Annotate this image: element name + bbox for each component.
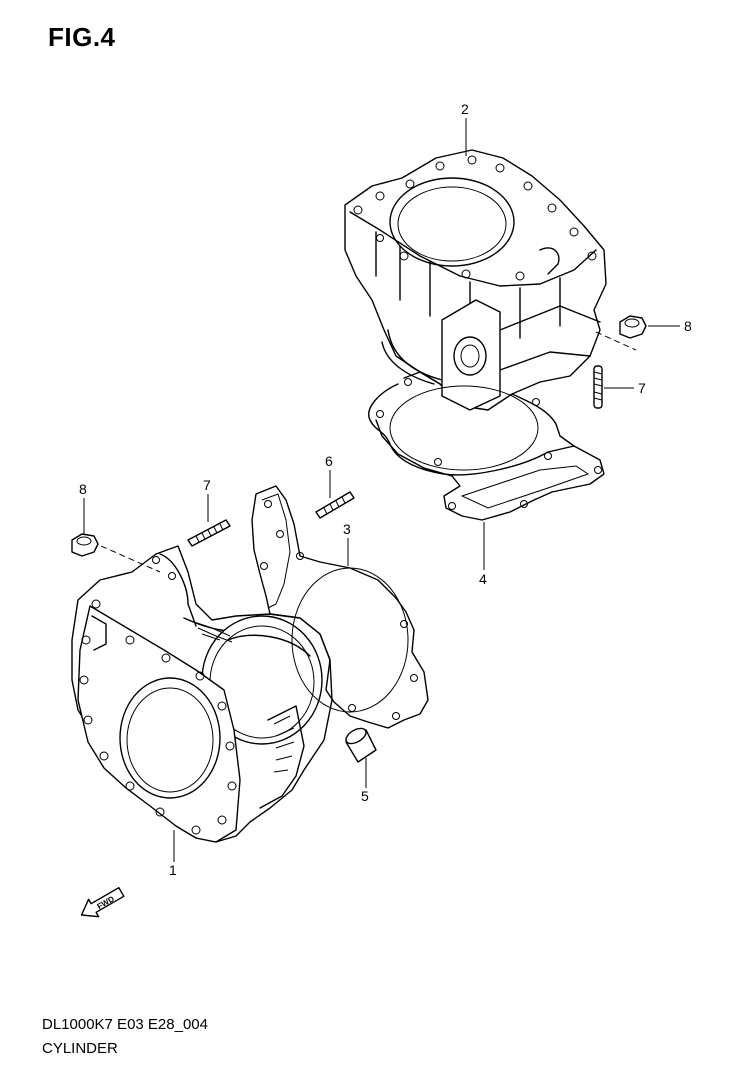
callout-7-rear: 7 — [638, 380, 646, 396]
callout-3: 3 — [343, 521, 351, 537]
callout-labels: 2 8 7 4 7 8 6 3 5 1 — [79, 101, 692, 878]
callout-2: 2 — [461, 101, 469, 117]
leader-lines — [83, 118, 680, 862]
callout-7-front: 7 — [203, 477, 211, 493]
part-1-front-cylinder — [71, 545, 333, 843]
callout-4: 4 — [479, 571, 487, 587]
callout-1: 1 — [169, 862, 177, 878]
figure-title: FIG.4 — [48, 22, 116, 52]
callout-6: 6 — [325, 453, 333, 469]
part-6-stud — [315, 491, 355, 519]
part-8-nut-rear — [595, 315, 647, 351]
part-7-stud-rear — [593, 365, 603, 409]
diagram-name: CYLINDER — [42, 1040, 118, 1057]
part-7-stud-front — [187, 519, 231, 547]
diagram-code: DL1000K7 E03 E28_004 — [42, 1016, 208, 1033]
part-5-dowel-pin — [345, 727, 377, 763]
callout-5: 5 — [361, 788, 369, 804]
part-4-rear-gasket — [368, 371, 605, 521]
callout-8-rear: 8 — [684, 318, 692, 334]
fwd-arrow-icon: FWD — [80, 886, 125, 918]
part-3-front-gasket — [251, 485, 429, 729]
part-2-rear-cylinder — [344, 149, 607, 411]
callout-8-front: 8 — [79, 481, 87, 497]
part-8-nut-front — [71, 533, 161, 573]
